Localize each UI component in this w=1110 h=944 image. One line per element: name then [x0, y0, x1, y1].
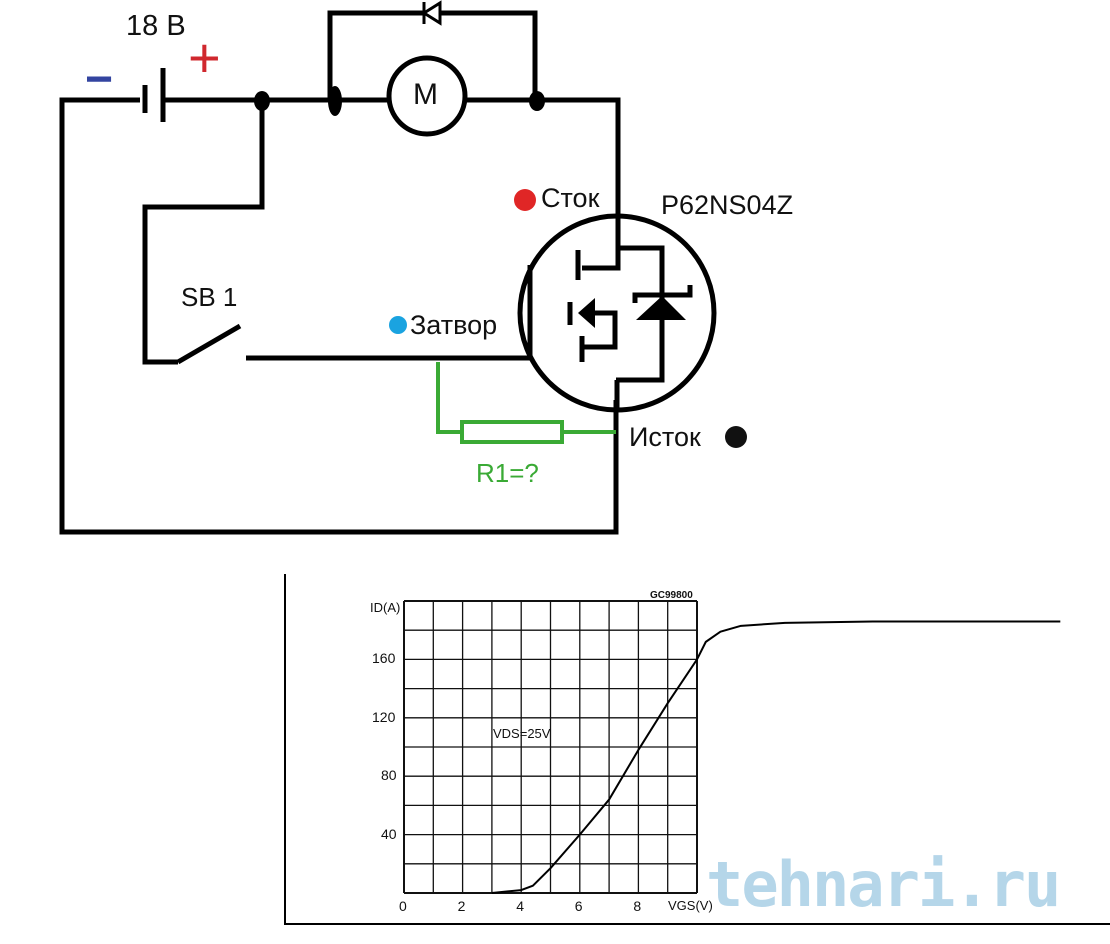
plus-sign: +	[188, 26, 221, 89]
series-line	[491, 658, 698, 894]
source-dot	[725, 426, 747, 448]
minus-sign: −	[85, 53, 114, 106]
switch-label: SB 1	[181, 282, 238, 312]
x-tick-label: 6	[574, 898, 583, 914]
body-diode-arrow	[578, 298, 595, 328]
x-axis-label: VGS(V)	[668, 898, 713, 913]
motor-label: M	[413, 78, 438, 111]
junction-dots	[254, 86, 545, 116]
x-tick-label: 2	[457, 898, 466, 914]
x-tick-label: 0	[399, 898, 407, 914]
chart-grid	[403, 600, 698, 894]
battery-voltage-label: 18 В	[126, 10, 186, 42]
watermark: tehnari.ru	[706, 848, 1061, 921]
drain-dot	[514, 189, 536, 211]
transistor-label: P62NS04Z	[661, 190, 794, 220]
battery-symbol	[142, 68, 166, 122]
drain-label: Сток	[541, 183, 600, 213]
chart-outer-frame	[284, 574, 1110, 925]
chart-annotation: VDS=25V	[493, 726, 551, 741]
y-tick-label: 40	[381, 825, 397, 842]
gate-resistor	[436, 362, 616, 444]
source-label: Исток	[629, 422, 701, 452]
motor-symbol	[386, 55, 468, 137]
x-tick-label: 8	[633, 898, 642, 914]
resistor-label: R1=?	[476, 458, 539, 488]
x-tick-label: 4	[516, 898, 524, 914]
y-axis-label: ID(A)	[370, 600, 401, 615]
zener-diode	[636, 296, 686, 320]
gate-label: Затвор	[410, 310, 498, 340]
y-tick-label: 80	[381, 767, 397, 784]
y-tick-label: 160	[372, 650, 396, 667]
flyback-diode	[421, 0, 442, 26]
chart-series	[491, 620, 1061, 894]
y-tick-label: 120	[372, 708, 396, 725]
gate-dot	[389, 316, 407, 334]
mosfet-symbol	[517, 213, 717, 413]
chart-code: GC99800	[650, 590, 693, 601]
series-extension-line	[696, 620, 1061, 660]
